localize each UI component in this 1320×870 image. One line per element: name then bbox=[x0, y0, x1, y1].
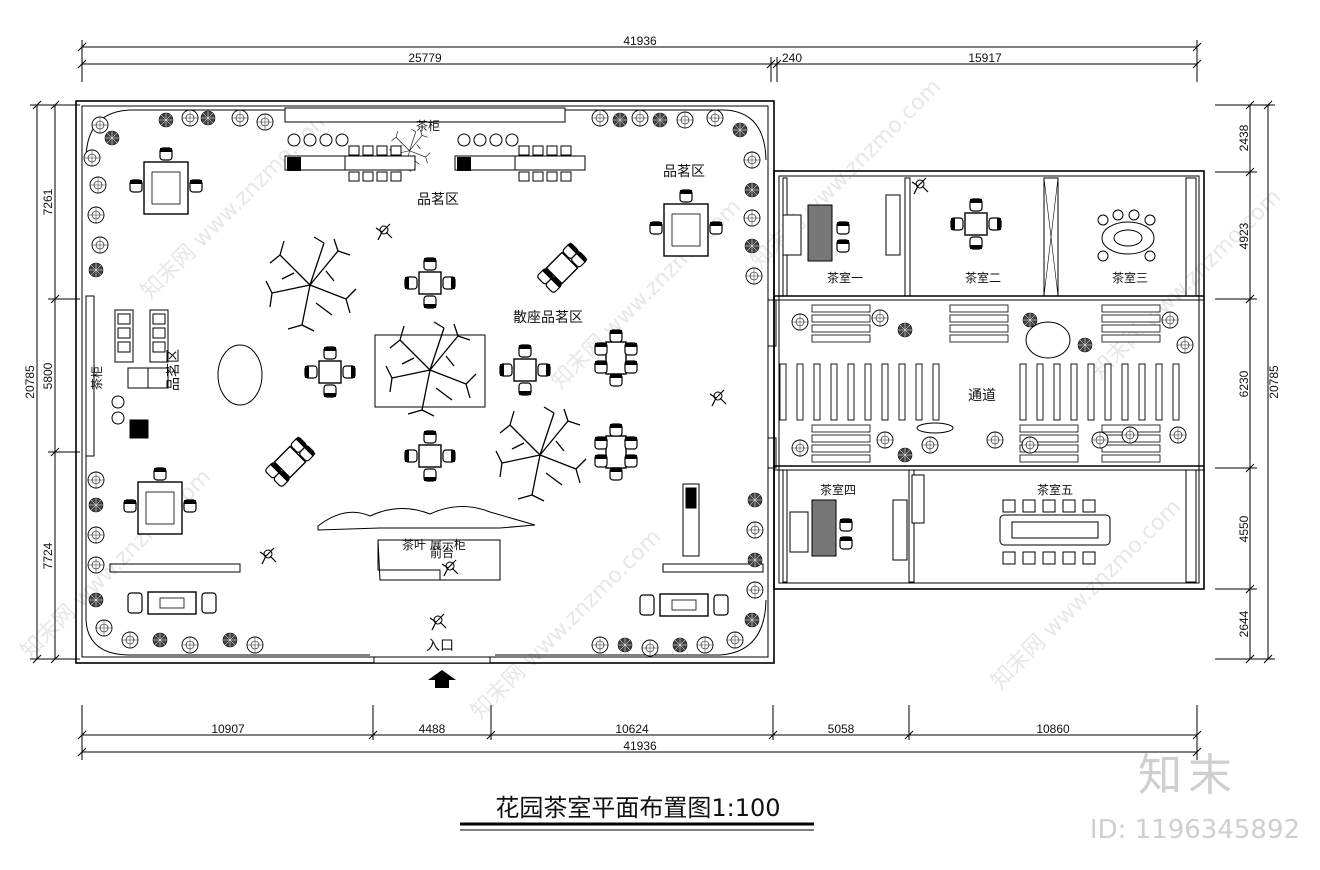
label-scatter-area: 散座品茗区 bbox=[513, 310, 583, 326]
brand-logo: 知末 bbox=[1138, 750, 1238, 801]
table-icon bbox=[639, 593, 729, 617]
tables-layer bbox=[111, 148, 1156, 617]
dimension-lines bbox=[30, 40, 1275, 760]
corridor-bars bbox=[779, 299, 1180, 467]
drawing-title: 花园茶室平面布置图1:100 bbox=[495, 794, 780, 822]
dim-left-2: 5800 bbox=[41, 362, 55, 389]
label-tasting-right: 品茗区 bbox=[663, 164, 705, 180]
table-icon bbox=[265, 437, 316, 488]
title-block: 花园茶室平面布置图1:100 bbox=[460, 794, 814, 831]
label-room-5: 茶室五 bbox=[1037, 482, 1073, 497]
label-room-4: 茶室四 bbox=[820, 482, 856, 497]
label-reception-counter: 茶叶 展示柜 bbox=[402, 537, 466, 552]
dim-right-3: 6230 bbox=[1237, 370, 1251, 397]
image-id-label: ID: 1196345892 bbox=[1090, 815, 1300, 845]
table-icon bbox=[951, 199, 1001, 249]
brand-watermark: 知末 ID: 1196345892 bbox=[1090, 750, 1300, 845]
label-room-1: 茶室一 bbox=[827, 270, 863, 285]
dim-bottom-3: 10624 bbox=[615, 722, 649, 736]
tree-icon bbox=[385, 321, 477, 417]
dim-top-right: 15917 bbox=[968, 51, 1002, 65]
dim-bottom-total: 41936 bbox=[623, 739, 657, 753]
watermark-layer: 知末网 www.znzmo.com 知末网 www.znzmo.com 知末网 … bbox=[17, 74, 1287, 724]
table-icon bbox=[305, 347, 355, 397]
dim-left-1: 7261 bbox=[41, 188, 55, 215]
tree-icon bbox=[495, 406, 587, 502]
label-tea-cabinet-top: 茶柜 bbox=[416, 118, 440, 133]
table-icon bbox=[405, 258, 455, 308]
label-corridor: 通道 bbox=[968, 388, 996, 404]
table-icon bbox=[500, 345, 550, 395]
table-icon bbox=[405, 431, 455, 481]
dim-right-total: 20785 bbox=[1267, 365, 1281, 399]
label-tasting-top: 品茗区 bbox=[417, 192, 459, 208]
entrance-arrow-icon bbox=[428, 670, 456, 688]
label-room-3: 茶室三 bbox=[1112, 270, 1148, 285]
dim-bottom-1: 10907 bbox=[211, 722, 245, 736]
svg-text:知末网 www.znzmo.com: 知末网 www.znzmo.com bbox=[467, 524, 667, 724]
table-icon bbox=[127, 591, 217, 615]
dim-bottom-4: 5058 bbox=[828, 722, 855, 736]
label-tasting-left: 品茗区 bbox=[166, 349, 182, 391]
dim-top-total: 41936 bbox=[623, 34, 657, 48]
label-tea-cabinet-left: 茶柜 bbox=[89, 366, 104, 390]
dim-right-4: 4550 bbox=[1237, 515, 1251, 542]
dim-right-5: 2644 bbox=[1237, 610, 1251, 637]
table-icon bbox=[595, 424, 637, 480]
dim-right-1: 2438 bbox=[1237, 124, 1251, 151]
dim-top-gap: 240 bbox=[782, 51, 802, 65]
label-reception: 前台 bbox=[430, 545, 454, 560]
dimension-labels: 41936 25779 240 15917 10907 4488 10624 5… bbox=[23, 34, 1281, 753]
dim-bottom-5: 10860 bbox=[1036, 722, 1070, 736]
reception-desk bbox=[317, 483, 700, 581]
dim-left-total: 20785 bbox=[23, 365, 37, 399]
dim-left-3: 7724 bbox=[41, 542, 55, 569]
landscape-plants bbox=[83, 109, 1194, 657]
zone-labels: 茶柜 品茗区 品茗区 品茗区 茶柜 散座品茗区 茶叶 展示柜 前台 入口 茶室一… bbox=[89, 118, 1148, 654]
label-room-2: 茶室二 bbox=[965, 270, 1001, 285]
table-icon bbox=[130, 148, 202, 214]
tea-bars-top bbox=[284, 107, 586, 182]
dim-top-left: 25779 bbox=[408, 51, 442, 65]
label-entrance: 入口 bbox=[426, 638, 454, 654]
dim-right-2: 4923 bbox=[1237, 222, 1251, 249]
table-icon bbox=[537, 243, 588, 294]
tree-icon bbox=[265, 236, 357, 332]
dim-bottom-2: 4488 bbox=[419, 722, 446, 736]
